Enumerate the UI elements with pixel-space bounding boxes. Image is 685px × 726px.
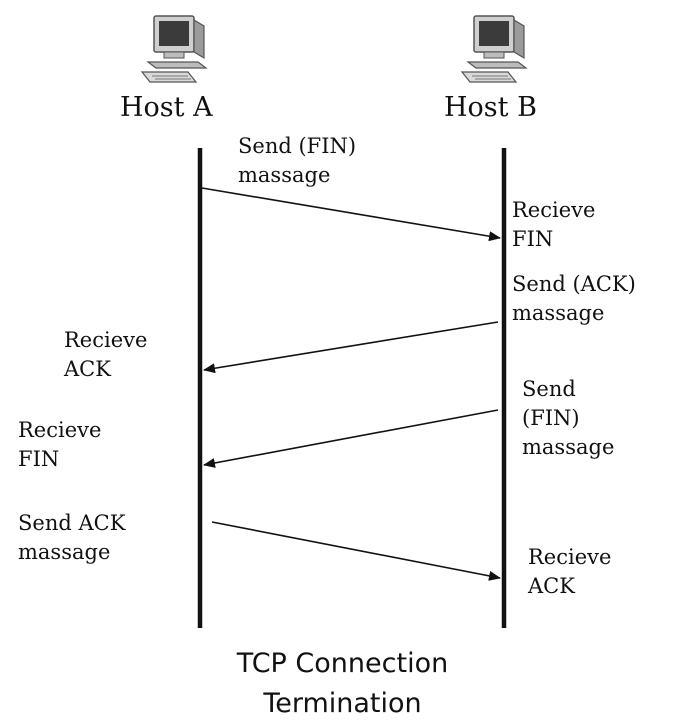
receive-fin-b-line2: FIN <box>512 227 554 251</box>
receive-fin-a-line2: FIN <box>18 447 60 471</box>
send-ack-a-line2: massage <box>18 540 111 564</box>
send-ack-b-line1: Send (ACK) <box>512 272 636 296</box>
diagram-caption-line1: TCP Connection <box>236 648 449 679</box>
fin-arrow-a-to-b <box>201 187 501 242</box>
receive-ack-label-b: Recieve ACK <box>528 543 611 601</box>
receive-fin-b-line1: Recieve <box>512 198 596 222</box>
send-fin-label-b: Send (FIN) massage <box>522 375 614 462</box>
receive-fin-label-b: Recieve FIN <box>512 196 595 254</box>
diagram-caption-line2: Termination <box>263 688 422 719</box>
receive-ack-a-line1: Recieve <box>64 328 148 352</box>
ack-arrow-b-to-a <box>203 321 499 374</box>
receive-ack-b-line1: Recieve <box>528 545 612 569</box>
send-fin-label: Send (FIN) massage <box>238 132 356 190</box>
receive-ack-label-a: Recieve ACK <box>64 326 147 384</box>
computer-icon <box>460 15 528 83</box>
send-fin-b-line1: Send <box>522 377 576 401</box>
send-fin-line2: massage <box>238 163 331 187</box>
send-ack-b-line2: massage <box>512 301 605 325</box>
host-a-label: Host A <box>120 92 213 123</box>
receive-fin-a-line1: Recieve <box>18 418 102 442</box>
ack-arrow-a-to-b <box>211 521 501 581</box>
send-ack-label-a: Send ACK massage <box>18 509 125 567</box>
receive-ack-a-line2: ACK <box>64 357 111 381</box>
send-ack-a-line1: Send ACK <box>18 511 126 535</box>
send-fin-b-line3: massage <box>522 435 615 459</box>
receive-ack-b-line2: ACK <box>528 574 575 598</box>
fin-arrow-b-to-a <box>203 409 499 468</box>
send-ack-label-b: Send (ACK) massage <box>512 270 636 328</box>
receive-fin-label-a: Recieve FIN <box>18 416 101 474</box>
send-fin-line1: Send (FIN) <box>238 134 357 158</box>
computer-icon <box>140 15 208 83</box>
send-fin-b-line2: (FIN) <box>522 406 580 430</box>
host-b-label: Host B <box>444 92 537 123</box>
